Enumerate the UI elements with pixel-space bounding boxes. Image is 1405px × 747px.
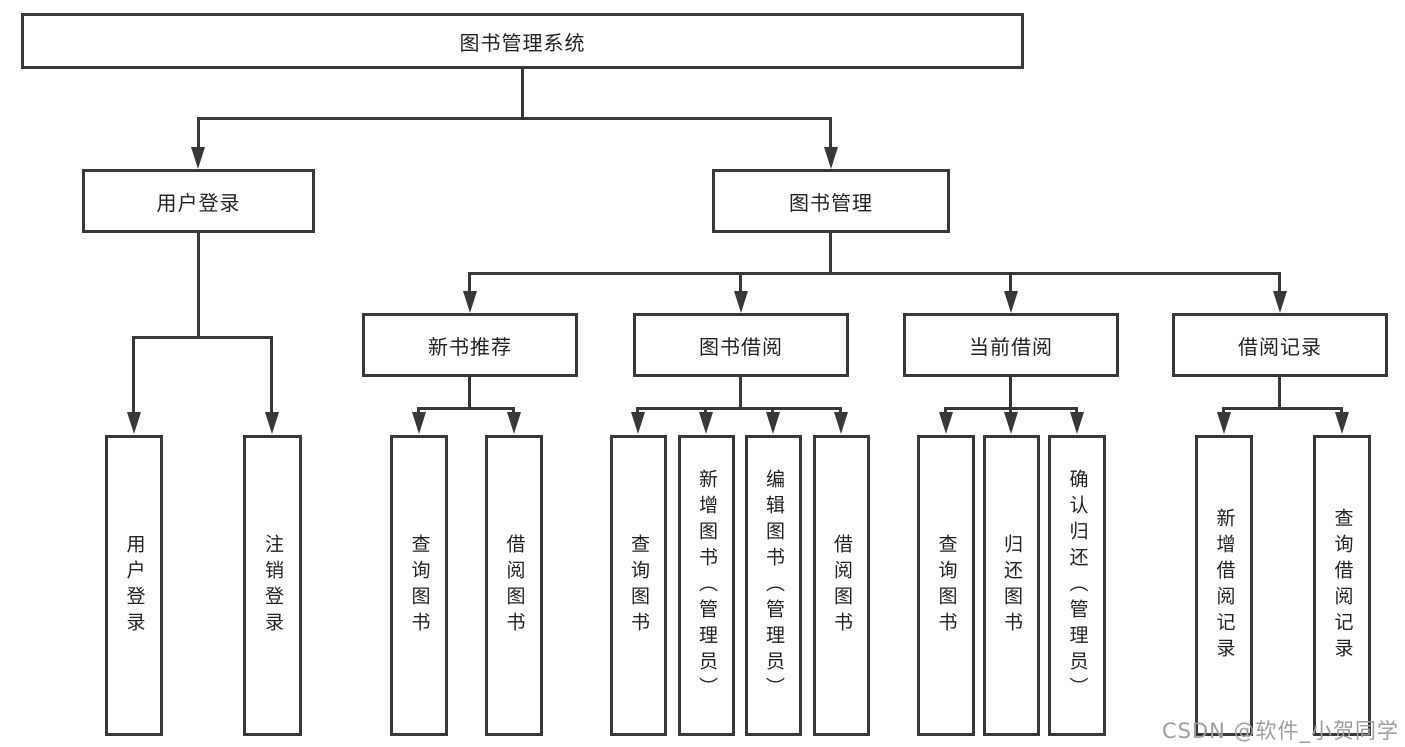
connector-line [197,117,832,120]
connector-line [1278,377,1281,407]
connector-line [417,407,420,414]
arrow-down-icon [412,412,426,434]
arrow-down-icon [766,412,780,434]
connector-line [197,117,200,149]
node-book-management: 图书管理 [712,169,950,233]
connector-line [739,377,742,407]
node-leaf-add-book-admin: 新增图书（管理员） [678,435,735,736]
node-label: 图书管理系统 [459,30,586,55]
arrow-down-icon [1273,291,1287,313]
arrow-down-icon [1004,291,1018,313]
node-label: 查询借阅记录 [1331,507,1354,664]
node-leaf-logout: 注销登录 [243,435,302,736]
node-leaf-query-books-current: 查询图书 [917,435,975,736]
node-leaf-user-login: 用户登录 [105,435,163,736]
node-leaf-confirm-return-admin: 确认归还（管理员） [1048,435,1106,736]
node-leaf-edit-book-admin: 编辑图书（管理员） [745,435,802,736]
connector-line [270,336,273,414]
connector-line [1340,407,1343,414]
arrow-down-icon [699,412,713,434]
connector-line [839,407,842,414]
connector-line [417,407,515,410]
node-label: 用户登录 [123,533,146,638]
arrow-down-icon [824,147,838,169]
connector-line [132,336,273,339]
arrow-down-icon [1070,412,1084,434]
arrow-down-icon [127,412,141,434]
connector-line [468,272,1281,275]
node-label: 借阅图书 [503,533,526,638]
connector-line [944,407,947,414]
connector-line [197,233,200,336]
arrow-down-icon [1335,412,1349,434]
connector-line [521,69,524,117]
arrow-down-icon [1004,412,1018,434]
connector-line [636,407,639,414]
node-library-system: 图书管理系统 [21,13,1024,69]
connector-line [468,272,471,291]
connector-line [1278,272,1281,291]
node-borrowing-records: 借阅记录 [1172,313,1388,377]
connector-line [1009,272,1012,291]
connector-line [704,407,707,414]
node-leaf-borrow-books-recommend: 借阅图书 [485,435,543,736]
node-user-login: 用户登录 [82,169,315,233]
arrow-down-icon [1217,412,1231,434]
node-label: 借阅图书 [831,533,853,638]
node-leaf-query-borrow-record: 查询借阅记录 [1313,435,1371,736]
node-book-borrowing: 图书借阅 [633,313,849,377]
node-label: 确认归还（管理员） [1066,468,1089,703]
node-leaf-borrow-books: 借阅图书 [813,435,870,736]
node-leaf-return-books: 归还图书 [983,435,1040,736]
watermark: CSDN @软件_小贺同学 [1161,719,1399,743]
connector-line [739,272,742,291]
node-label: 借阅记录 [1238,334,1322,359]
arrow-down-icon [507,412,521,434]
node-label: 查询图书 [408,533,431,638]
connector-line [771,407,774,414]
node-label: 注销登录 [262,533,284,638]
connector-line [1222,407,1225,414]
connector-line [829,117,832,149]
node-new-book-recommendation: 新书推荐 [362,313,578,377]
connector-line [829,233,832,272]
node-label: 查询图书 [628,533,650,638]
connector-line [1009,377,1012,407]
connector-line [636,407,842,410]
arrow-down-icon [463,291,477,313]
connector-line [132,336,135,414]
arrow-down-icon [939,412,953,434]
node-label: 编辑图书（管理员） [763,468,785,703]
node-current-borrowing: 当前借阅 [903,313,1119,377]
connector-line [468,377,471,407]
node-label: 图书借阅 [699,334,783,359]
node-label: 用户登录 [156,190,241,215]
connector-line [512,407,515,414]
node-label: 查询图书 [935,533,958,638]
node-label: 图书管理 [789,190,873,215]
node-leaf-query-books-recommend: 查询图书 [390,435,448,736]
connector-line [1009,407,1012,414]
node-label: 新增图书（管理员） [696,468,718,703]
connector-line [1075,407,1078,414]
node-label: 归还图书 [1001,533,1023,638]
node-label: 新书推荐 [428,334,512,359]
arrow-down-icon [834,412,848,434]
node-label: 当前借阅 [969,334,1053,359]
arrow-down-icon [191,147,205,169]
node-label: 新增借阅记录 [1213,507,1236,664]
node-leaf-add-borrow-record: 新增借阅记录 [1195,435,1253,736]
arrow-down-icon [265,412,279,434]
arrow-down-icon [631,412,645,434]
connector-line [1222,407,1343,410]
arrow-down-icon [734,291,748,313]
node-leaf-query-books-borrowing: 查询图书 [610,435,667,736]
